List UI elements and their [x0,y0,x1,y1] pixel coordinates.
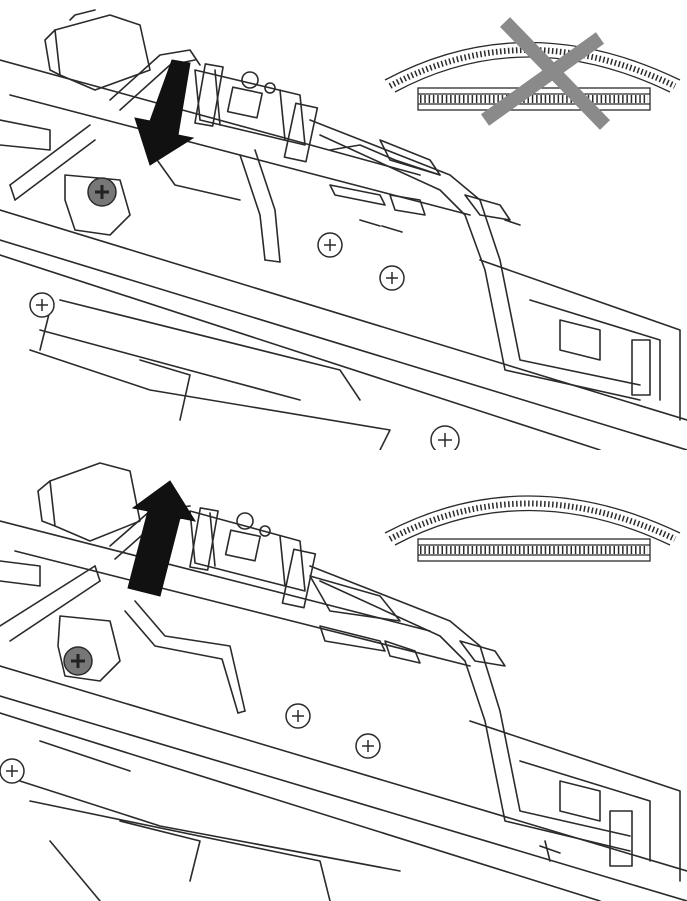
panel-incorrect [0,0,687,450]
screw-icon [63,646,93,676]
arrow-down-icon [134,59,195,166]
panel-correct [0,451,687,901]
mechanism-drawing-bottom [0,462,687,901]
screw-icon [87,177,117,207]
mechanism-drawing-top [0,9,687,450]
curved-and-straight-track-icon [384,495,681,562]
crossed-out-icon [480,17,611,130]
arrow-up-icon [127,480,197,597]
